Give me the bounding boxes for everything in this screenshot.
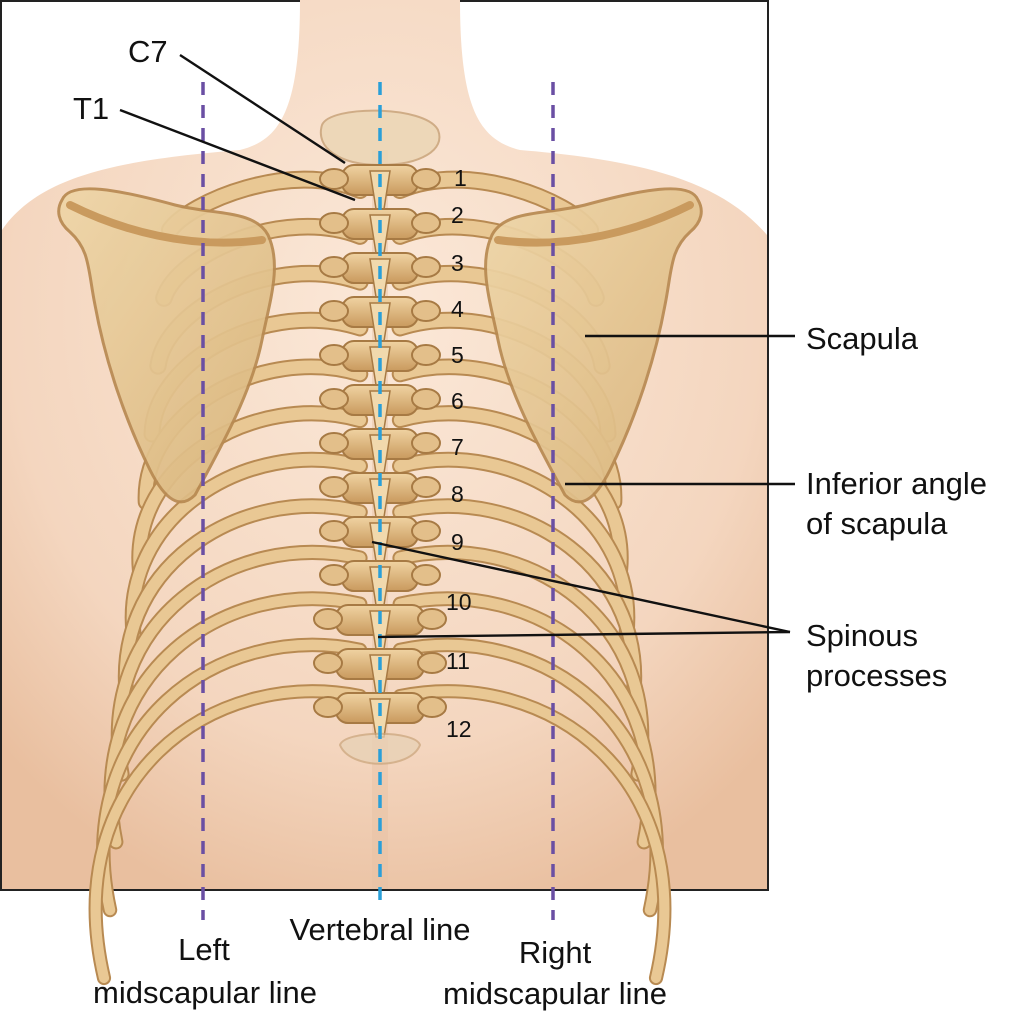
- rib-number-7: 7: [451, 434, 464, 460]
- rib-number-6: 6: [451, 388, 464, 414]
- right-scapula: [484, 187, 703, 504]
- right-transverse-process-6: [411, 388, 441, 410]
- right-transverse-process-8: [411, 476, 441, 498]
- label-vertebral-line: Vertebral line: [289, 912, 471, 947]
- rib-number-3: 3: [451, 250, 464, 276]
- label-scapula: Scapula: [806, 321, 919, 356]
- leader-c7: [179, 53, 346, 165]
- label-right-midscapular-line1: Right: [518, 935, 592, 970]
- label-right-midscapular-line2: midscapular line: [443, 976, 667, 1011]
- leader-spinous-upper: [371, 540, 791, 634]
- label-c7: C7: [128, 34, 168, 69]
- left-scapular-spine: [66, 201, 266, 247]
- label-t1: T1: [73, 91, 110, 126]
- leader-t1: [119, 108, 356, 202]
- left-transverse-process-10: [319, 564, 349, 586]
- right-transverse-process-12: [417, 652, 447, 674]
- rib-number-5: 5: [451, 342, 464, 368]
- left-transverse-process-3: [319, 256, 349, 278]
- left-rib-7: [126, 453, 366, 644]
- left-transverse-process-11: [313, 608, 343, 630]
- right-transverse-process-2: [411, 212, 441, 234]
- right-transverse-process-13: [417, 696, 447, 718]
- left-transverse-process-4: [319, 300, 349, 322]
- label-spinous-line1: Spinous: [806, 618, 919, 653]
- left-transverse-process-2: [319, 212, 349, 234]
- right-transverse-process-11: [417, 608, 447, 630]
- right-transverse-process-5: [411, 344, 441, 366]
- left-transverse-process-9: [319, 520, 349, 542]
- leader-spinous-lower: [377, 630, 791, 639]
- label-left-midscapular-line2: midscapular line: [93, 975, 317, 1010]
- right-rib-12: [394, 686, 670, 984]
- rib-number-11: 11: [446, 648, 470, 674]
- right-rib-8: [394, 500, 640, 712]
- scapulae: [57, 187, 703, 504]
- left-transverse-process-12: [313, 652, 343, 674]
- rib-number-9: 9: [451, 529, 464, 555]
- label-spinous-line2: processes: [806, 658, 948, 693]
- rib-number-2: 2: [451, 202, 464, 228]
- right-scapular-spine: [494, 201, 694, 247]
- rib-number-1: 1: [454, 165, 467, 191]
- left-transverse-process-8: [319, 476, 349, 498]
- leader-lines: [119, 53, 795, 639]
- right-transverse-process-1: [411, 168, 441, 190]
- rib-number-10: 10: [446, 589, 472, 615]
- left-rib-8: [120, 500, 366, 712]
- right-rib-7: [394, 453, 634, 644]
- right-transverse-process-3: [411, 256, 441, 278]
- left-transverse-process-13: [313, 696, 343, 718]
- label-inferior-angle-line2: of scapula: [806, 506, 948, 541]
- left-transverse-process-6: [319, 388, 349, 410]
- rib-number-8: 8: [451, 481, 464, 507]
- left-rib-12: [90, 686, 366, 984]
- right-transverse-process-9: [411, 520, 441, 542]
- left-transverse-process-5: [319, 344, 349, 366]
- rib-number-4: 4: [451, 296, 464, 322]
- right-transverse-process-7: [411, 432, 441, 454]
- left-transverse-process-1: [319, 168, 349, 190]
- right-transverse-process-10: [411, 564, 441, 586]
- label-left-midscapular-line1: Left: [178, 932, 230, 967]
- label-inferior-angle-line1: Inferior angle: [806, 466, 987, 501]
- left-transverse-process-7: [319, 432, 349, 454]
- lumbar-vertebra-faded: [338, 732, 422, 765]
- right-transverse-process-4: [411, 300, 441, 322]
- rib-number-12: 12: [446, 716, 472, 742]
